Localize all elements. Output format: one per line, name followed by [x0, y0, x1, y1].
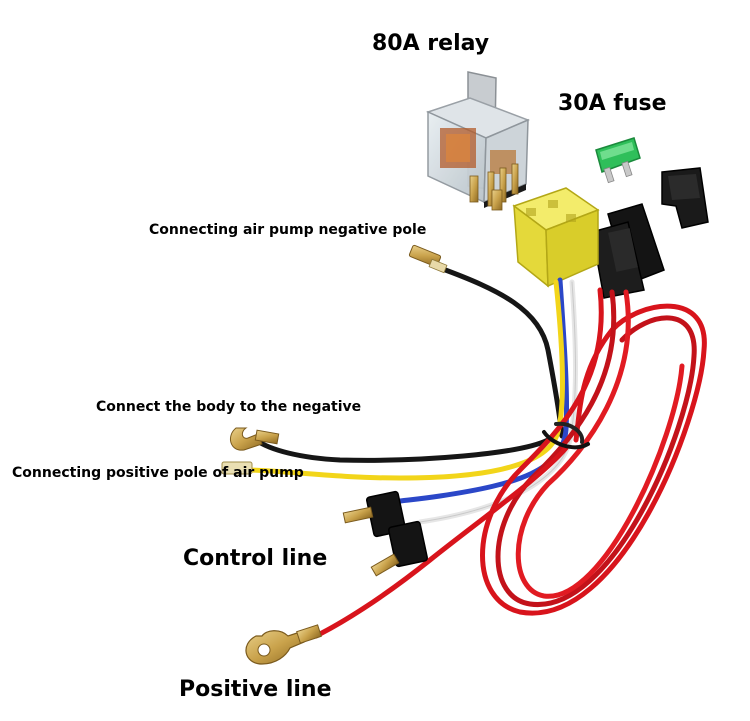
spade-terminal-yellow	[221, 461, 253, 475]
positive-line-label: Positive line	[179, 677, 332, 702]
relay-label: 80A relay	[372, 31, 490, 56]
air-pump-positive-label: Connecting positive pole of air pump	[12, 465, 304, 481]
relay-socket	[512, 187, 600, 288]
fork-terminal-body	[229, 427, 280, 451]
control-connectors	[342, 490, 429, 577]
fork-terminal-positive	[245, 624, 322, 665]
relay	[425, 71, 531, 211]
fuse-label: 30A fuse	[558, 91, 667, 116]
spade-terminal-top	[408, 244, 448, 274]
control-line-label: Control line	[183, 546, 328, 571]
air-pump-negative-label: Connecting air pump negative pole	[149, 222, 427, 238]
fuse-holder	[591, 167, 709, 299]
body-negative-label: Connect the body to the negative	[96, 399, 362, 415]
wires	[247, 265, 707, 639]
fuse	[595, 137, 641, 184]
